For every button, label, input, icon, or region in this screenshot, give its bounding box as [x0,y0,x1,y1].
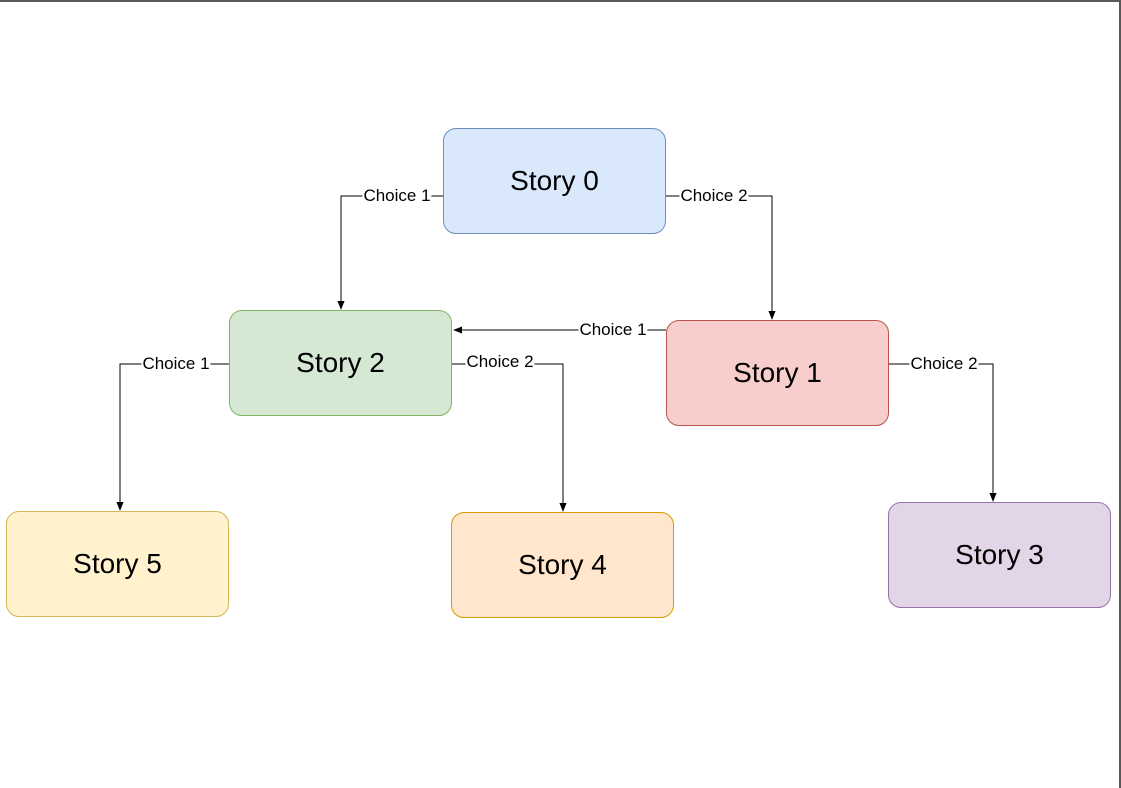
node-story-5[interactable]: Story 5 [6,511,229,617]
edge-label-story0-choice1: Choice 1 [362,186,432,206]
edge-story1-to-story3[interactable] [889,363,997,502]
node-story-4[interactable]: Story 4 [451,512,674,618]
node-story-3[interactable]: Story 3 [888,502,1111,608]
edge-label-story0-choice2: Choice 2 [679,186,749,206]
node-story-2[interactable]: Story 2 [229,310,452,416]
edge-label-story1-choice2: Choice 2 [909,354,979,374]
node-story-1[interactable]: Story 1 [666,320,889,426]
edge-story0-to-story2[interactable] [337,195,443,310]
node-story-0[interactable]: Story 0 [443,128,666,234]
edge-story0-to-story1[interactable] [666,195,776,320]
edge-label-story1-choice1: Choice 1 [578,320,648,340]
edge-story2-to-story4[interactable] [452,363,567,512]
edge-label-story2-choice1: Choice 1 [141,354,211,374]
edge-label-story2-choice2: Choice 2 [465,352,535,372]
edge-story2-to-story5[interactable] [116,363,229,511]
